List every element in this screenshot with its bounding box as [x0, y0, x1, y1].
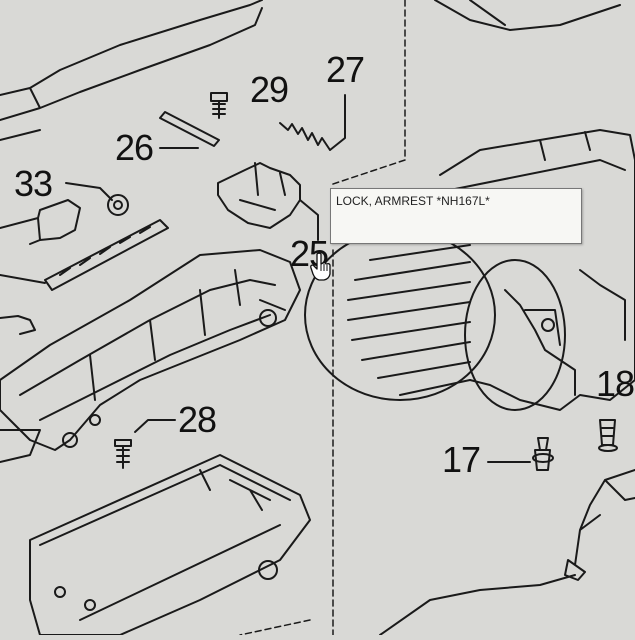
- callout-28[interactable]: 28: [178, 399, 217, 440]
- armrest-lid-part: [0, 0, 263, 141]
- spring-27-part: [279, 94, 346, 151]
- tray-part: [29, 454, 311, 636]
- clip-18-part: [598, 419, 618, 452]
- harness-part: [379, 469, 635, 636]
- latch-mechanism-part: [0, 249, 301, 451]
- bolt-29-part: [210, 92, 228, 119]
- callout-33[interactable]: 33: [14, 163, 53, 204]
- panel-part: [0, 429, 41, 463]
- screw-28-part: [114, 439, 132, 469]
- tooltip-text: LOCK, ARMREST *NH167L*: [336, 194, 490, 208]
- callout-27[interactable]: 27: [326, 49, 365, 90]
- divider-line: [239, 0, 406, 636]
- bracket-part: [0, 199, 81, 245]
- part-tooltip: LOCK, ARMREST *NH167L*: [330, 188, 582, 244]
- top-trim-part: [434, 0, 621, 31]
- rack-part: [44, 219, 169, 291]
- callout-18[interactable]: 18: [596, 363, 635, 404]
- callout-17[interactable]: 17: [442, 439, 481, 480]
- lock-25-part: [217, 162, 301, 229]
- callout-29[interactable]: 29: [250, 69, 289, 110]
- clip-17-part: [532, 437, 554, 471]
- clip-33-part: [107, 194, 129, 216]
- blower-housing-part: [304, 129, 635, 411]
- callout-26[interactable]: 26: [115, 127, 154, 168]
- pin-26-part: [159, 111, 220, 147]
- hand-pointer-icon: [310, 252, 332, 287]
